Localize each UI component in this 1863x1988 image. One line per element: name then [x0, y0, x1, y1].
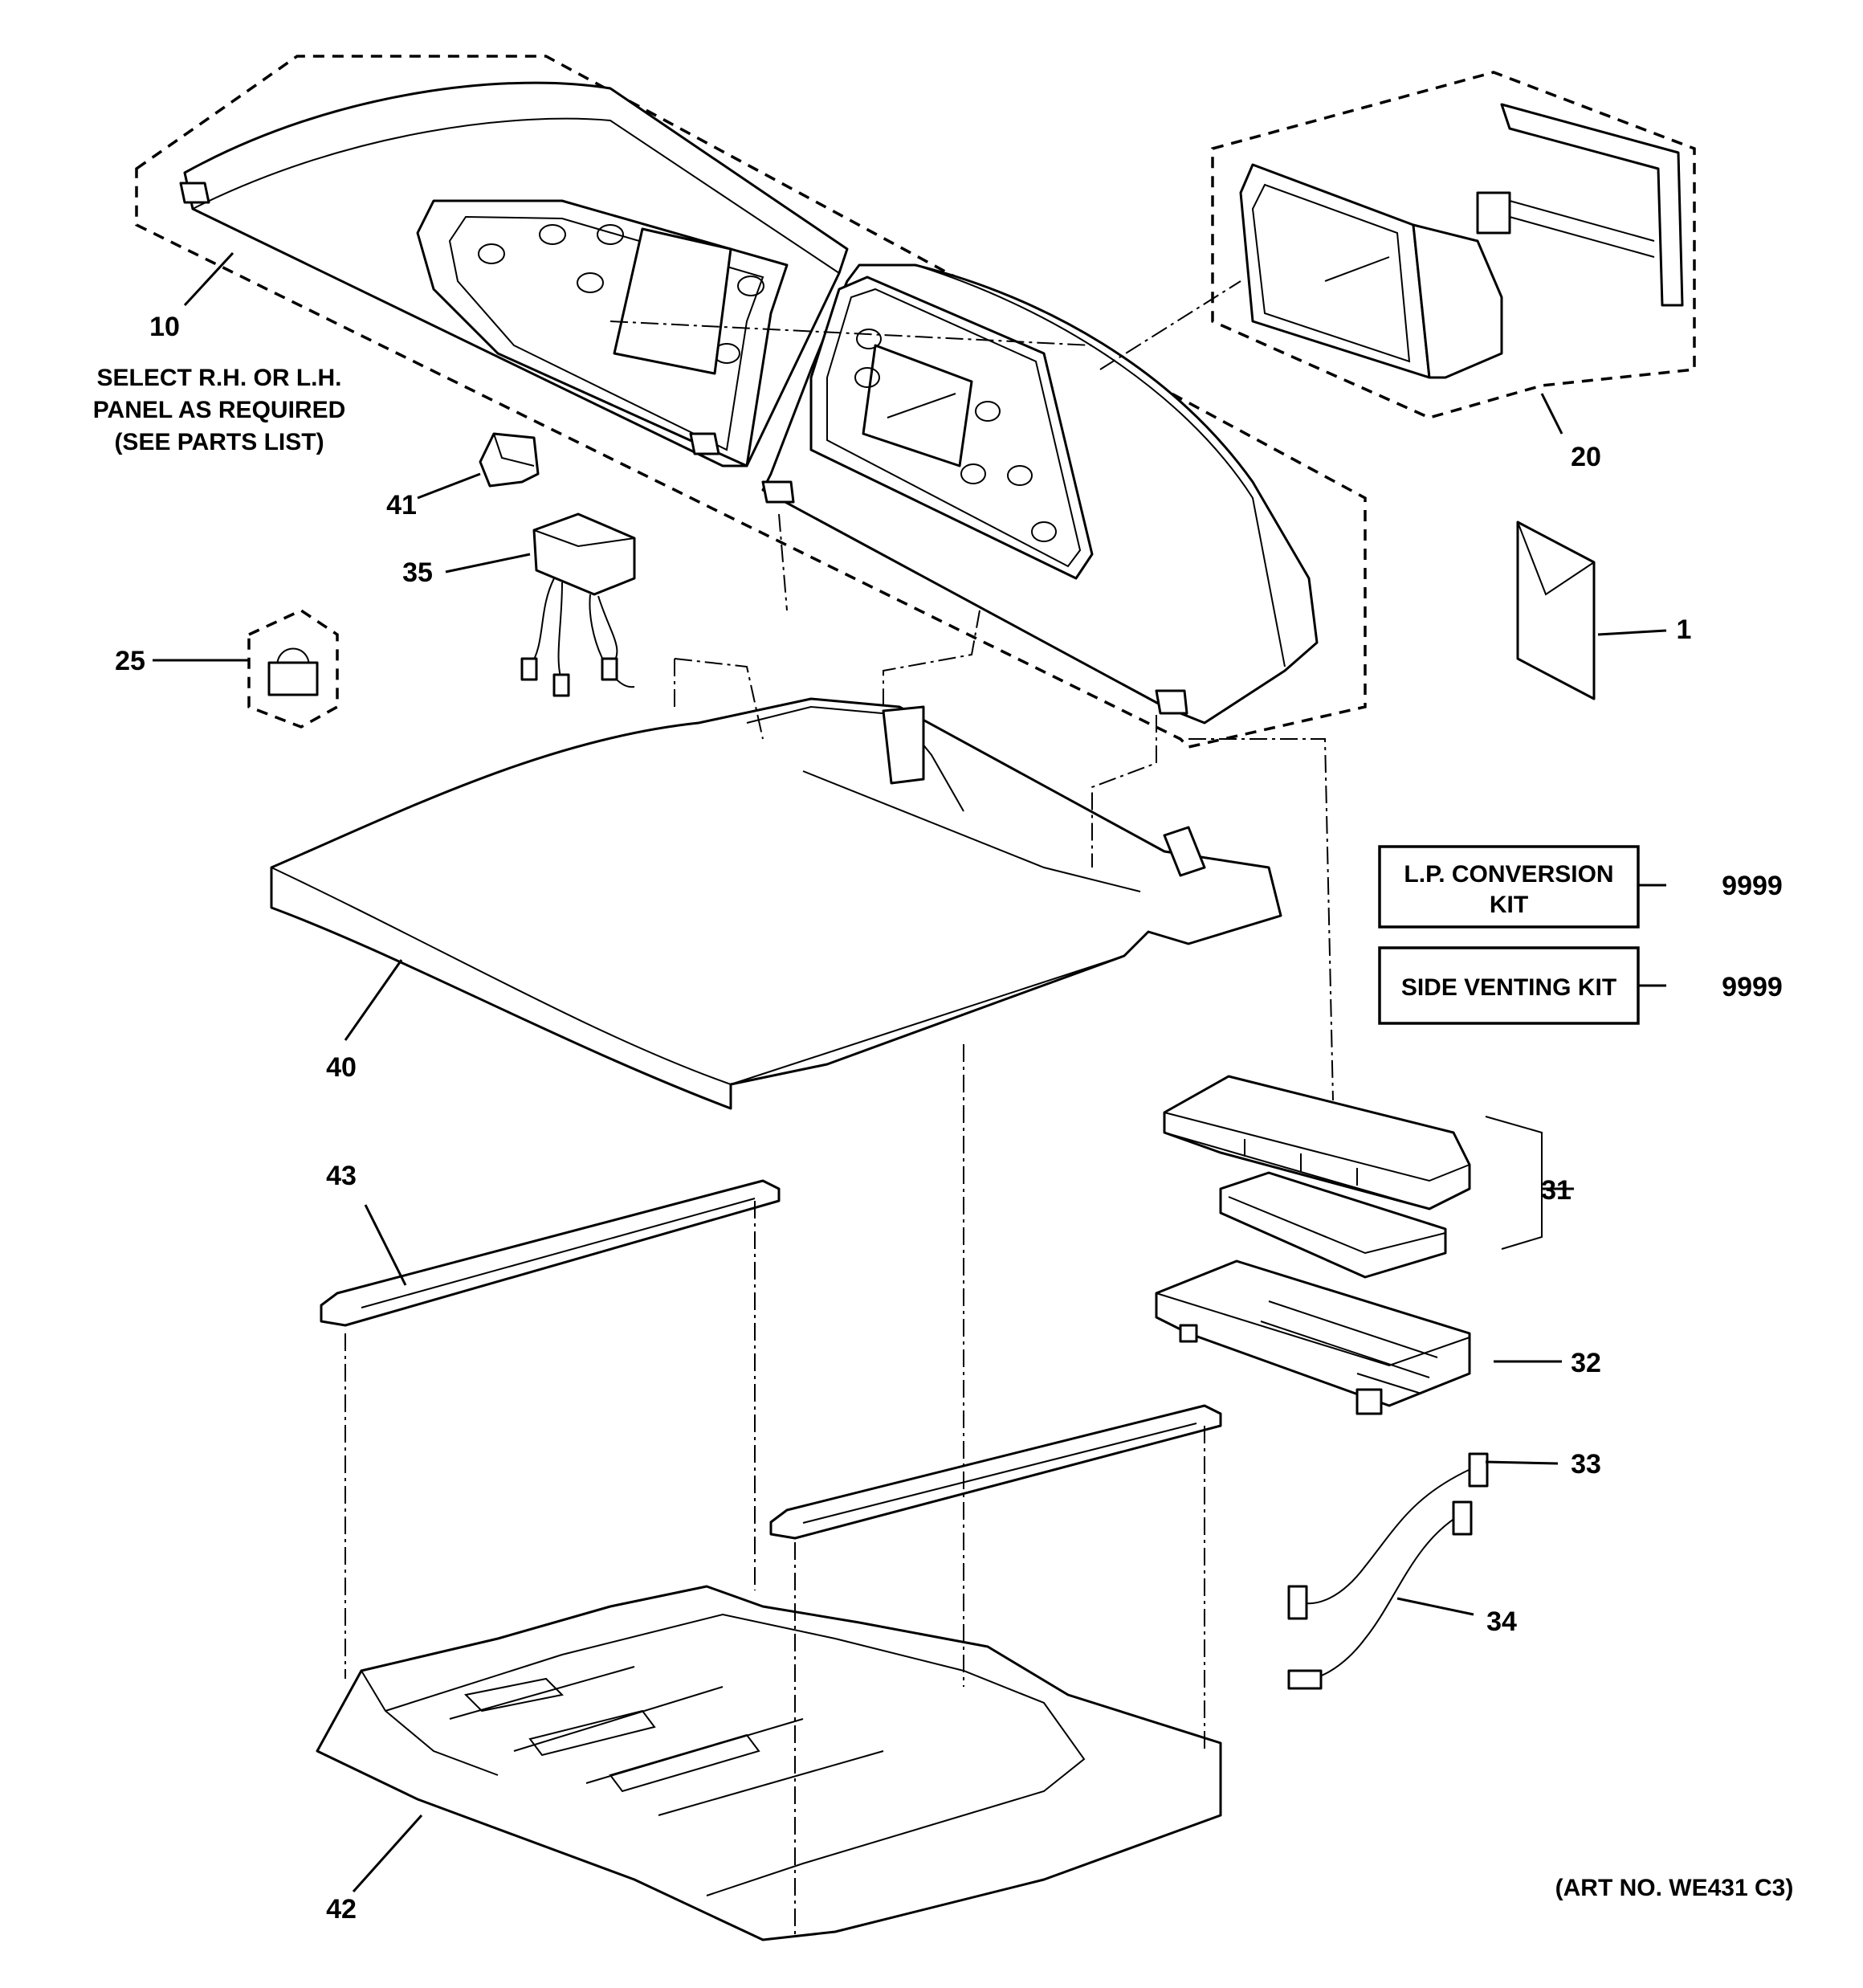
- envelope-part-1: [1516, 520, 1596, 700]
- callout-1: 1: [1677, 614, 1692, 645]
- alignment-lines: [344, 280, 1334, 1936]
- callout-31: 31: [1541, 1175, 1572, 1206]
- lock-part-25: [267, 647, 319, 696]
- callout-10: 10: [149, 312, 180, 342]
- connector-part-35: [520, 512, 636, 697]
- callout-20: 20: [1571, 442, 1601, 472]
- lock-outline: [247, 609, 339, 729]
- select-panel-note-line1: SELECT R.H. OR L.H.: [96, 365, 341, 391]
- callout-32: 32: [1571, 1348, 1601, 1378]
- select-panel-note-line3: (SEE PARTS LIST): [114, 429, 324, 455]
- display-module: [1239, 103, 1684, 379]
- right-control-panel: [761, 263, 1319, 725]
- callout-35: 35: [402, 557, 433, 588]
- lp-kit-label-line2: KIT: [1490, 892, 1528, 918]
- callout-41: 41: [386, 490, 417, 520]
- left-control-panel: [179, 81, 849, 467]
- clip-part-41: [479, 432, 540, 488]
- base-pan-part-42: [316, 1585, 1222, 1941]
- side-venting-kit-label: SIDE VENTING KIT: [1401, 974, 1616, 1001]
- art-number: (ART NO. WE431 C3): [1555, 1875, 1794, 1901]
- callout-9999-side: 9999: [1722, 972, 1783, 1002]
- leader-lines: [153, 251, 1667, 1893]
- callout-40: 40: [326, 1052, 357, 1083]
- strip-lower: [769, 1404, 1222, 1540]
- callout-42: 42: [326, 1894, 357, 1925]
- select-panel-note-line2: PANEL AS REQUIRED: [93, 397, 346, 423]
- lp-kit-label-line1: L.P. CONVERSION: [1404, 861, 1613, 888]
- wire-harness-part-33: [1287, 1452, 1489, 1620]
- board-tray-part-32: [1155, 1259, 1471, 1415]
- strip-part-43: [320, 1179, 781, 1327]
- panel-group-outline: [135, 55, 1367, 749]
- callout-33: 33: [1571, 1449, 1601, 1480]
- callout-25: 25: [115, 646, 145, 676]
- control-board-part-31: [1163, 1075, 1543, 1279]
- top-cover-part-40: [270, 697, 1282, 1110]
- side-venting-kit-box: [1378, 946, 1640, 1025]
- callout-9999-lp: 9999: [1722, 871, 1783, 901]
- callout-43: 43: [326, 1161, 357, 1191]
- lp-conversion-kit-box: [1378, 845, 1640, 929]
- callout-34: 34: [1486, 1606, 1517, 1637]
- wire-harness-part-34: [1287, 1500, 1473, 1690]
